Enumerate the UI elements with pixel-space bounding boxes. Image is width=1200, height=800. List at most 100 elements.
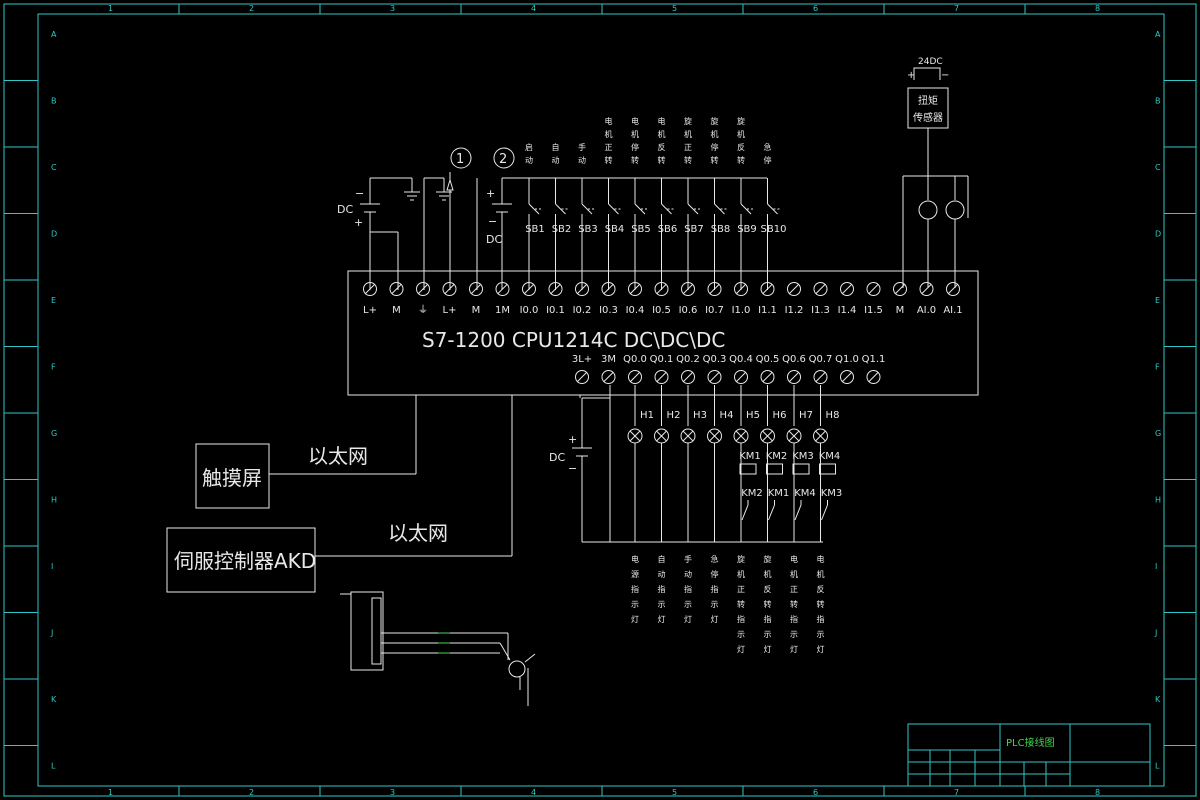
output-function-char: 旋 (764, 554, 772, 564)
input-function-char: 停 (764, 155, 772, 165)
input-function-char: 转 (737, 155, 745, 165)
border-row-label: I (1155, 562, 1157, 571)
output-function-char: 机 (737, 569, 745, 579)
border-row-label: H (51, 496, 57, 505)
output-function-char: 机 (790, 569, 798, 579)
output-function-char: 灯 (631, 614, 639, 624)
coil-label: KM3 (792, 451, 814, 462)
border-row-label: D (1155, 230, 1161, 239)
border-row-label: H (1155, 496, 1161, 505)
lamp-label: H2 (667, 410, 681, 421)
interlock-label: KM2 (741, 488, 763, 499)
input-function-char: 转 (711, 155, 719, 165)
sensor-name-2: 传感器 (913, 111, 943, 124)
input-function-char: 机 (711, 129, 719, 139)
svg-text:−: − (488, 215, 497, 228)
plc-top-terminal-label: I0.4 (626, 305, 645, 316)
input-function-char: 正 (605, 143, 613, 152)
border-col-label: 5 (672, 4, 677, 13)
output-function-char: 电 (817, 554, 825, 564)
input-function-char: 旋 (737, 116, 745, 126)
title-block: PLC接线图 (907, 723, 1151, 787)
output-function-char: 源 (631, 570, 639, 579)
coil-label: KM2 (766, 451, 788, 462)
input-function-char: 动 (578, 155, 586, 165)
input-function-char: 自 (552, 142, 560, 152)
interlock-label: KM4 (794, 488, 816, 499)
plc-bottom-terminal-label: Q1.1 (862, 354, 886, 365)
output-function-char: 正 (790, 585, 798, 594)
output-function-char: 示 (737, 630, 745, 639)
output-function-char: 转 (790, 599, 798, 609)
lamp-label: H5 (746, 410, 760, 421)
input-function-char: 转 (684, 155, 692, 165)
lamp-label: H3 (693, 410, 707, 421)
hmi-label: 触摸屏 (202, 466, 262, 490)
output-function-char: 电 (631, 554, 639, 564)
output-function-char: 电 (790, 554, 798, 564)
input-function-char: 停 (631, 142, 639, 152)
output-function-char: 动 (684, 569, 692, 579)
border-col-label: 6 (813, 4, 818, 13)
plc-bottom-terminal-label: Q0.5 (756, 354, 780, 365)
switch-label: SB5 (631, 224, 651, 235)
plc-body (347, 270, 979, 396)
border-col-label: 8 (1095, 788, 1100, 797)
output-function-char: 灯 (737, 644, 745, 654)
title-block-title: PLC接线图 (1006, 736, 1055, 749)
plc-bottom-terminal-label: Q0.0 (623, 354, 647, 365)
input-function-char: 机 (658, 129, 666, 139)
interlock-label: KM1 (768, 488, 790, 499)
switch-label: SB7 (684, 224, 704, 235)
border-row-label: I (51, 562, 53, 571)
svg-text:−: − (355, 187, 364, 200)
output-function-char: 指 (658, 584, 666, 594)
plc-top-terminal-label: L+ (443, 305, 457, 316)
input-switches: SB1启动SB2自动SB3手动SB4电机正转SB5电机停转SB6电机反转SB7旋… (525, 116, 786, 290)
input-function-char: 停 (711, 142, 719, 152)
input-function-char: 转 (605, 155, 613, 165)
servo-label: 伺服控制器AKD (174, 549, 316, 573)
svg-text:1: 1 (456, 152, 464, 167)
border-col-label: 7 (954, 788, 959, 797)
interlock-label: KM3 (821, 488, 843, 499)
input-function-char: 电 (658, 116, 666, 126)
input-function-char: 正 (684, 143, 692, 152)
output-function-char: 灯 (684, 614, 692, 624)
border-col-label: 7 (954, 4, 959, 13)
border-col-label: 3 (390, 4, 395, 13)
output-function-char: 指 (817, 614, 825, 624)
output-function-char: 灯 (764, 644, 772, 654)
svg-text:+: + (907, 70, 915, 81)
output-function-char: 示 (817, 630, 825, 639)
lamp-label: H7 (799, 410, 813, 421)
border-row-label: A (1155, 30, 1161, 39)
svg-text:+: + (568, 433, 577, 446)
input-function-char: 机 (684, 129, 692, 139)
input-function-char: 手 (578, 142, 586, 152)
servo-box (166, 527, 316, 593)
dc-supply-left: DC − + (337, 172, 454, 290)
border-col-label: 1 (108, 4, 113, 13)
outer-frame (3, 3, 1197, 797)
svg-text:2: 2 (499, 152, 507, 167)
output-function-char: 灯 (817, 644, 825, 654)
dc-supply-output: + − DC (549, 385, 823, 543)
circle-marker-2: 2 (493, 147, 515, 169)
input-function-char: 机 (631, 129, 639, 139)
output-function-char: 示 (790, 630, 798, 639)
border-col-label: 6 (813, 788, 818, 797)
input-function-char: 反 (658, 142, 666, 152)
output-function-char: 反 (817, 584, 825, 594)
switch-label: SB2 (552, 224, 572, 235)
plc-model-label: S7-1200 CPU1214C DC\DC\DC (422, 328, 725, 352)
border-col-label: 8 (1095, 4, 1100, 13)
border-row-label: E (1155, 296, 1160, 305)
border-row-label: G (51, 429, 57, 438)
drawing-frame (37, 13, 1165, 787)
input-function-char: 启 (525, 142, 533, 152)
border-col-label: 4 (531, 788, 536, 797)
output-function-char: 正 (737, 585, 745, 594)
